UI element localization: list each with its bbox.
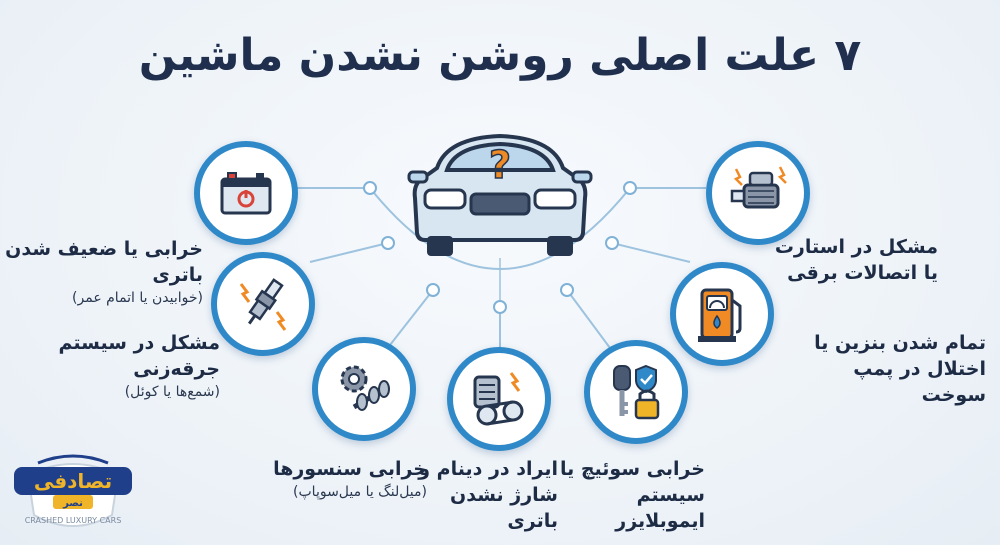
cause-immobilizer-label: خرابی سوئیچ یا سیستم ایموبلایزر — [555, 456, 705, 534]
cause-sensors-sub: (میل‌لنگ یا میل‌سوپاپ) — [293, 484, 427, 500]
cause-starter-label: مشکل در استارت یا اتصالات برقی — [758, 234, 938, 286]
cause-ignition-sub: (شمع‌ها یا کوئل) — [124, 384, 220, 400]
battery-icon — [220, 172, 272, 215]
cause-starter-line2: یا اتصالات برقی — [787, 262, 938, 284]
fuel-pump-icon — [698, 288, 742, 342]
cause-ignition-label: مشکل در سیستم جرقه‌زنی (شمع‌ها یا کوئل) — [10, 330, 220, 402]
cause-battery-label: خرابی یا ضعیف شدن باتری (خوابیدن یا اتما… — [3, 236, 203, 308]
alternator-node — [447, 347, 551, 451]
cause-fuel-line2: اختلال در پمپ سوخت — [853, 358, 986, 406]
svg-text:?: ? — [489, 143, 511, 187]
fuel-pump-node — [670, 262, 774, 366]
car-question-icon: ? — [407, 133, 593, 256]
cause-immobilizer-line1: خرابی سوئیچ یا — [559, 458, 705, 480]
svg-text:CRASHED LUXURY CARS: CRASHED LUXURY CARS — [25, 516, 122, 525]
cause-alternator-line1: ایراد در دینام و — [418, 458, 558, 480]
brand-logo: تصادفی نصر CRASHED LUXURY CARS — [14, 454, 132, 527]
spark-plug-icon — [239, 278, 287, 331]
svg-text:نصر: نصر — [62, 498, 83, 509]
cause-ignition-main: مشکل در سیستم جرقه‌زنی — [58, 332, 220, 380]
starter-node — [706, 141, 810, 245]
battery-node — [194, 141, 298, 245]
cause-starter-line1: مشکل در استارت — [774, 236, 938, 258]
spark-plug-node — [211, 252, 315, 356]
key-lock-icon — [613, 364, 660, 420]
cause-alternator-line2: شارژ نشدن باتری — [450, 484, 558, 532]
key-lock-node — [584, 340, 688, 444]
cause-battery-sub: (خوابیدن یا اتمام عمر) — [72, 290, 203, 306]
cause-alternator-label: ایراد در دینام و شارژ نشدن باتری — [418, 456, 558, 534]
camshaft-gear-icon — [340, 365, 390, 411]
page-title: ۷ علت اصلی روشن نشدن ماشین — [138, 30, 862, 81]
cause-sensors-label: خرابی سنسورها (میل‌لنگ یا میل‌سوپاپ) — [227, 456, 427, 502]
cause-fuel-line1: تمام شدن بنزین یا — [814, 332, 986, 354]
camshaft-node — [312, 337, 416, 441]
cause-battery-main: خرابی یا ضعیف شدن باتری — [5, 238, 203, 286]
cause-immobilizer-line2: سیستم ایموبلایزر — [615, 484, 705, 532]
alternator-belt-icon — [473, 372, 524, 426]
svg-text:تصادفی: تصادفی — [34, 469, 112, 493]
cause-sensors-main: خرابی سنسورها — [273, 458, 427, 480]
starter-motor-icon — [730, 166, 787, 209]
cause-fuel-label: تمام شدن بنزین یا اختلال در پمپ سوخت — [786, 330, 986, 408]
